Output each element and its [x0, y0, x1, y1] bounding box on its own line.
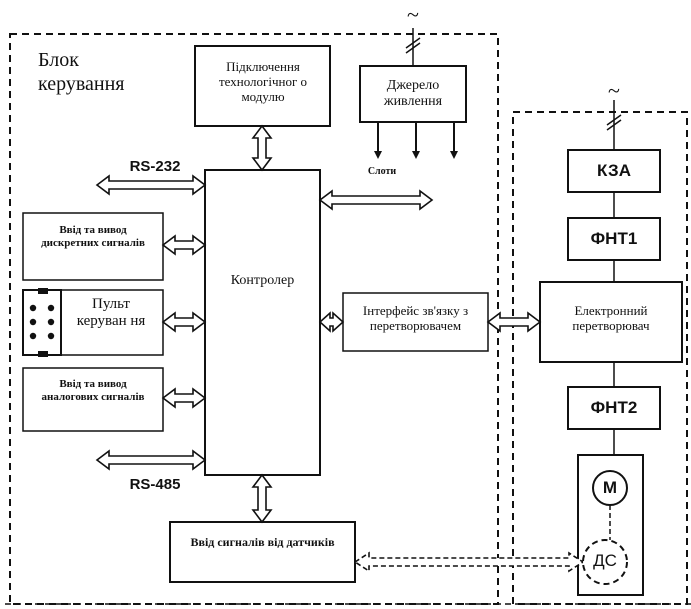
rs485-label: RS-485	[129, 476, 181, 493]
control-unit-title: Блок керування	[38, 49, 125, 95]
power-section-frame	[512, 111, 688, 605]
kza-box	[567, 149, 661, 193]
discrete-io-label: Ввід та вивод дискретних сигналів	[41, 224, 145, 249]
fnt2-label: ФНТ2	[590, 398, 638, 417]
motor-label: М	[602, 478, 618, 497]
kza-label: КЗА	[597, 161, 631, 180]
controller-box	[204, 169, 321, 476]
ac-symbol-top: ~	[407, 2, 419, 27]
interface-converter-arrow	[486, 311, 542, 333]
slots-label: Слоти	[367, 166, 397, 177]
fnt2-box	[567, 386, 661, 430]
power-source-box	[359, 65, 467, 123]
slots-arrow	[318, 189, 434, 211]
sensor-label: ДС	[593, 551, 617, 570]
power-chain-lines	[606, 100, 622, 455]
ac-symbol-right: ~	[608, 78, 620, 103]
rs232-label: RS-232	[129, 158, 181, 175]
electronic-converter-box	[539, 281, 683, 363]
sensor-feedback-arrow	[353, 551, 585, 573]
discrete-io-box	[22, 212, 164, 281]
analog-io-box	[22, 367, 164, 432]
control-panel-arrow	[161, 311, 207, 333]
electronic-converter-label: Електронний перетворювач	[572, 303, 650, 333]
control-panel-label: Пульт керуван ня	[76, 296, 146, 329]
rs485-arrow	[95, 449, 207, 471]
tech-module-label: Підключення технологічног о модулю	[218, 59, 308, 104]
converter-interface-label: Інтерфейс зв'язку з перетворювачем	[362, 303, 469, 333]
sensor-input-label: Ввід сигналів від датчиків	[190, 535, 335, 549]
controller-interface-arrow	[318, 311, 345, 333]
sensor-symbol	[582, 539, 628, 585]
controller-label: Контролер	[230, 273, 295, 288]
analog-io-label: Ввід та вивод аналогових сигналів	[41, 378, 145, 403]
analog-io-arrow	[161, 387, 207, 409]
sensor-input-arrow	[251, 473, 273, 524]
ac-input-line	[405, 28, 421, 66]
fnt1-label: ФНТ1	[590, 229, 638, 248]
keypad-icon	[22, 288, 62, 357]
discrete-io-arrow	[161, 234, 207, 256]
rs232-arrow	[95, 174, 207, 196]
power-source-label: Джерело живлення	[383, 78, 443, 110]
sensor-input-box	[169, 521, 356, 583]
tech-module-arrow	[251, 124, 273, 172]
tech-module-box	[194, 45, 331, 127]
converter-interface-box	[342, 292, 489, 352]
